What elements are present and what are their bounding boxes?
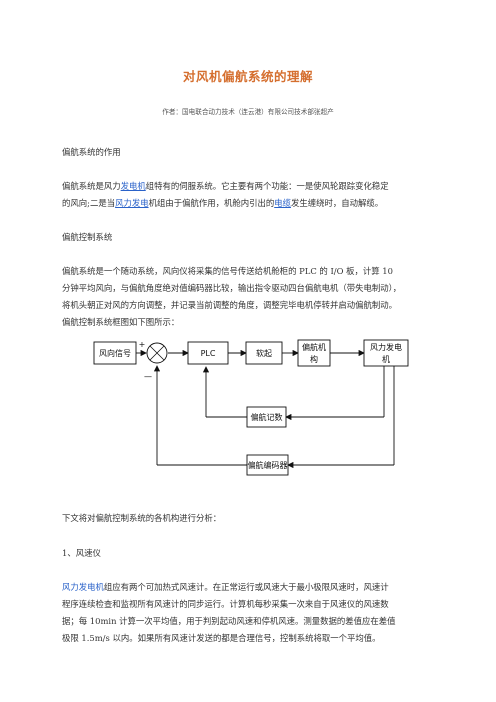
text-run: 机组由于偏航作用，机舱内引出的: [148, 198, 275, 208]
generator-label-2: 机: [382, 354, 390, 364]
paragraph-line: 偏航控制系统框图如下图所示：: [62, 317, 180, 327]
soft-start-box: [245, 341, 283, 365]
text-run: 偏航系统是风力: [62, 181, 121, 191]
link-cable[interactable]: 电缆: [274, 198, 291, 208]
yaw-control-block-diagram: 风向信号 PLC 软起 偏航机 构 风力发电 机 偏航记数 偏航编码器 + —: [93, 339, 409, 476]
section-heading-yaw-control: 偏航控制系统: [62, 232, 113, 242]
paragraph-line: 风力发电机组应有两个可加热式风速计。在正常运行或风速大于最小极限风速时，风速计: [62, 579, 434, 596]
paragraph-line: 程序连续检查和监视所有风速计的同步运行。计算机每秒采集一次来自于风速仪的风速数: [62, 599, 389, 609]
yaw-count-box: [246, 406, 287, 428]
plc-box: [187, 341, 229, 365]
generator-box: [363, 339, 409, 367]
paragraph-line: 据；每 10min 计算一次平均值，用于判别起动风速和停机风速。测量数据的差值应…: [62, 616, 396, 626]
yaw-mechanism-box: [297, 339, 331, 367]
yaw-mechanism-label-1: 偏航机: [302, 342, 326, 352]
section-heading-anemometer: 1、风速仪: [62, 548, 101, 558]
paragraph-line: 分钟平均风向，与偏航角度绝对值编码器比较，输出指令驱动四台偏航电机（带失电制动）…: [62, 283, 402, 293]
text-run: 组应有两个可加热式风速计。在正常运行或风速大于最小极限风速时，风速计: [103, 582, 389, 592]
yaw-count-label: 偏航记数: [251, 412, 283, 422]
link-generator[interactable]: 发电机: [120, 181, 146, 191]
plus-sign: +: [139, 340, 146, 349]
wind-signal-label: 风向信号: [99, 348, 131, 358]
paragraph-line: 偏航系统是一个随动系统，风向仪将采集的信号传送给机舱柜的 PLC 的 I/O 板…: [62, 266, 393, 276]
soft-start-label: 软起: [256, 348, 272, 358]
paragraph-intro: 下文将对偏航控制系统的各机构进行分析：: [62, 513, 222, 523]
generator-label-1: 风力发电: [370, 342, 402, 352]
paragraph-line: 极限 1.5m/s 以内。如果所有风速计发送的都是合理信号，控制系统将取一个平均…: [62, 633, 381, 643]
paragraph-line: 的风向;二是当风力发电机组由于偏航作用，机舱内引出的电缆发生缠绕时，自动解缆。: [62, 195, 434, 212]
link-wind-generator[interactable]: 风力发电机: [62, 582, 104, 592]
wind-signal-box: [93, 341, 137, 365]
document-title: 对风机偏航系统的理解: [182, 69, 313, 84]
paragraph-line: 将机头朝正对风的方向调整，并记录当前调整的角度，调整完毕电机停转并启动偏航制动。: [62, 300, 397, 310]
text-run: 发生缠绕时，自动解缆。: [290, 198, 384, 208]
text-run: 的风向;二是当: [62, 198, 116, 208]
section-heading-yaw-function: 偏航系统的作用: [62, 147, 121, 157]
minus-sign: —: [144, 372, 152, 381]
yaw-encoder-box: [246, 454, 289, 476]
text-run: 组特有的伺服系统。它主要有两个功能：一是使风轮跟踪变化稳定: [145, 181, 389, 191]
paragraph-line: 偏航系统是风力发电机组特有的伺服系统。它主要有两个功能：一是使风轮跟踪变化稳定: [62, 178, 434, 195]
author-line: 作者：国电联合动力技术（连云港）有限公司技术部张超产: [162, 108, 334, 116]
plc-label: PLC: [201, 349, 216, 358]
link-wind-power[interactable]: 风力发电: [115, 198, 149, 208]
yaw-encoder-label: 偏航编码器: [248, 460, 288, 470]
yaw-mechanism-label-2: 构: [310, 354, 318, 364]
